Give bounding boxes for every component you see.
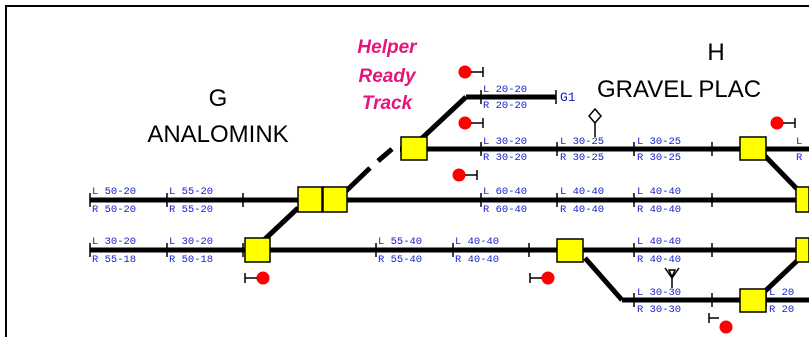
label-main2-e-l: L 40-40: [637, 186, 681, 198]
label-main1-d-l: L: [796, 136, 802, 148]
label-g1-a-r: R 20-20: [483, 100, 527, 112]
label-main2-c-r: R 60-40: [483, 204, 527, 216]
label-main3-e-r: R 40-40: [637, 254, 681, 266]
signal-main3-west[interactable]: [244, 271, 270, 285]
siding-lead-left: [583, 256, 624, 302]
label-g1-a-l: L 20-20: [483, 84, 527, 96]
switch-block-crossover-a[interactable]: [297, 186, 323, 213]
window-frame: [5, 5, 809, 337]
label-main1-b-l: L 30-25: [560, 136, 604, 148]
helper-track-lead: [418, 95, 468, 142]
label-main2-d-r: R 40-40: [560, 204, 604, 216]
label-main3-c-r: R 55-40: [378, 254, 422, 266]
helper-label-line2: Ready: [358, 66, 416, 87]
switch-block-right-main2[interactable]: [795, 186, 809, 213]
label-main2-b-r: R 55-20: [169, 204, 213, 216]
station-h-name: GRAVEL PLAC: [597, 76, 761, 103]
signal-right-upper[interactable]: [770, 116, 796, 130]
signal-helper-top[interactable]: [458, 65, 484, 79]
crossover-upper-1: [343, 166, 372, 194]
label-siding-b-r: R 20: [769, 304, 794, 316]
switch-block-lower-left[interactable]: [244, 237, 271, 263]
label-siding-a-r: R 30-30: [637, 304, 681, 316]
signal-helper-bottom[interactable]: [458, 116, 484, 130]
label-main3-a-l: L 30-20: [92, 236, 136, 248]
switch-block-crossover-b[interactable]: [322, 186, 348, 213]
label-siding-a-l: L 30-30: [637, 287, 681, 299]
signal-main3-mid[interactable]: [529, 271, 555, 285]
label-main2-b-l: L 55-20: [169, 186, 213, 198]
signal-siding-bottom[interactable]: [708, 313, 733, 334]
label-main1-d-r: R: [796, 152, 803, 164]
helper-label-line3: Track: [362, 93, 414, 114]
switch-block-right-main3[interactable]: [795, 237, 809, 263]
crossover-upper-2: [376, 147, 394, 163]
station-g-name: ANALOMINK: [147, 121, 288, 148]
label-main3-e-l: L 40-40: [637, 236, 681, 248]
label-main1-a-r: R 30-20: [483, 152, 527, 164]
label-main2-c-l: L 60-40: [483, 186, 527, 198]
label-main3-b-r: R 50-18: [169, 254, 213, 266]
station-g-letter: G: [209, 85, 228, 112]
diamond-marker-main1: [588, 107, 602, 137]
label-main3-a-r: R 55-18: [92, 254, 136, 266]
label-main1-c-l: L 30-25: [637, 136, 681, 148]
crossover-lower: [262, 206, 300, 242]
label-main1-b-r: R 30-25: [560, 152, 604, 164]
label-main3-d-l: L 40-40: [455, 236, 499, 248]
label-main3-b-l: L 30-20: [169, 236, 213, 248]
label-main3-c-l: L 55-40: [378, 236, 422, 248]
label-main2-a-l: L 50-20: [92, 186, 136, 198]
switch-block-siding-left[interactable]: [556, 238, 584, 263]
switch-block-right-upper[interactable]: [739, 136, 767, 161]
label-main2-e-r: R 40-40: [637, 204, 681, 216]
y-marker-siding: [664, 267, 680, 288]
helper-label-line1: Helper: [357, 37, 418, 58]
station-h-letter: H: [707, 39, 724, 66]
label-main2-d-l: L 40-40: [560, 186, 604, 198]
label-main1-a-l: L 30-20: [483, 136, 527, 148]
signal-main2-east[interactable]: [452, 168, 478, 182]
track-name-g1: G1: [560, 90, 576, 105]
label-main1-c-r: R 30-25: [637, 152, 681, 164]
label-siding-b-l: L 20: [769, 287, 794, 299]
label-main3-d-r: R 40-40: [455, 254, 499, 266]
switch-block-siding-right[interactable]: [739, 288, 767, 313]
crossover-right-upper: [763, 154, 802, 194]
label-main2-a-r: R 50-20: [92, 204, 136, 216]
switch-block-helper[interactable]: [400, 136, 428, 161]
